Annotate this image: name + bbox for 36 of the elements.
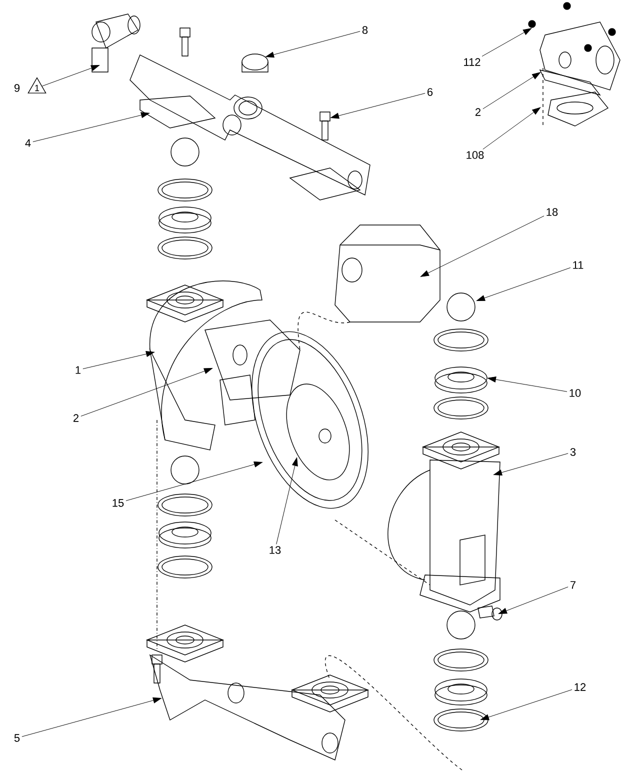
leader-line xyxy=(482,72,541,110)
callout-number: 4 xyxy=(25,139,31,147)
callout-number: 11 xyxy=(573,261,584,269)
leader-line xyxy=(42,65,100,86)
callout-number: 108 xyxy=(466,151,484,159)
leader-line xyxy=(330,93,426,119)
leader-line xyxy=(476,267,571,301)
callout-number: 7 xyxy=(570,581,576,589)
leader-line xyxy=(32,112,150,142)
callout-number: 18 xyxy=(546,208,558,216)
callout-number: 12 xyxy=(574,683,586,691)
callout-number: 8 xyxy=(362,26,368,34)
leader-line xyxy=(482,28,532,57)
leader-line xyxy=(498,586,568,614)
leader-line xyxy=(494,453,568,476)
callout-number: 13 xyxy=(270,546,281,554)
callout-number: 2 xyxy=(74,414,78,422)
leader-line xyxy=(276,458,298,544)
callout-number: 10 xyxy=(570,389,581,397)
leader-line xyxy=(22,697,162,737)
callout-number: 3 xyxy=(570,448,576,456)
callout-number: 15 xyxy=(112,499,124,507)
leader-line xyxy=(480,689,572,720)
callout-number: 112 xyxy=(464,58,480,66)
callout-number: 1 xyxy=(76,366,81,374)
leader-line xyxy=(488,376,568,392)
leader-line xyxy=(80,368,212,416)
warning-triangle: 1 xyxy=(28,77,46,94)
callout-number: 5 xyxy=(14,734,20,742)
leader-line xyxy=(126,462,262,501)
leader-line xyxy=(420,216,544,277)
leader-line xyxy=(266,31,360,58)
leader-line xyxy=(82,351,154,370)
callout-number: 6 xyxy=(428,88,433,96)
leader-line xyxy=(482,107,541,150)
callout-number: 2 xyxy=(475,108,480,116)
